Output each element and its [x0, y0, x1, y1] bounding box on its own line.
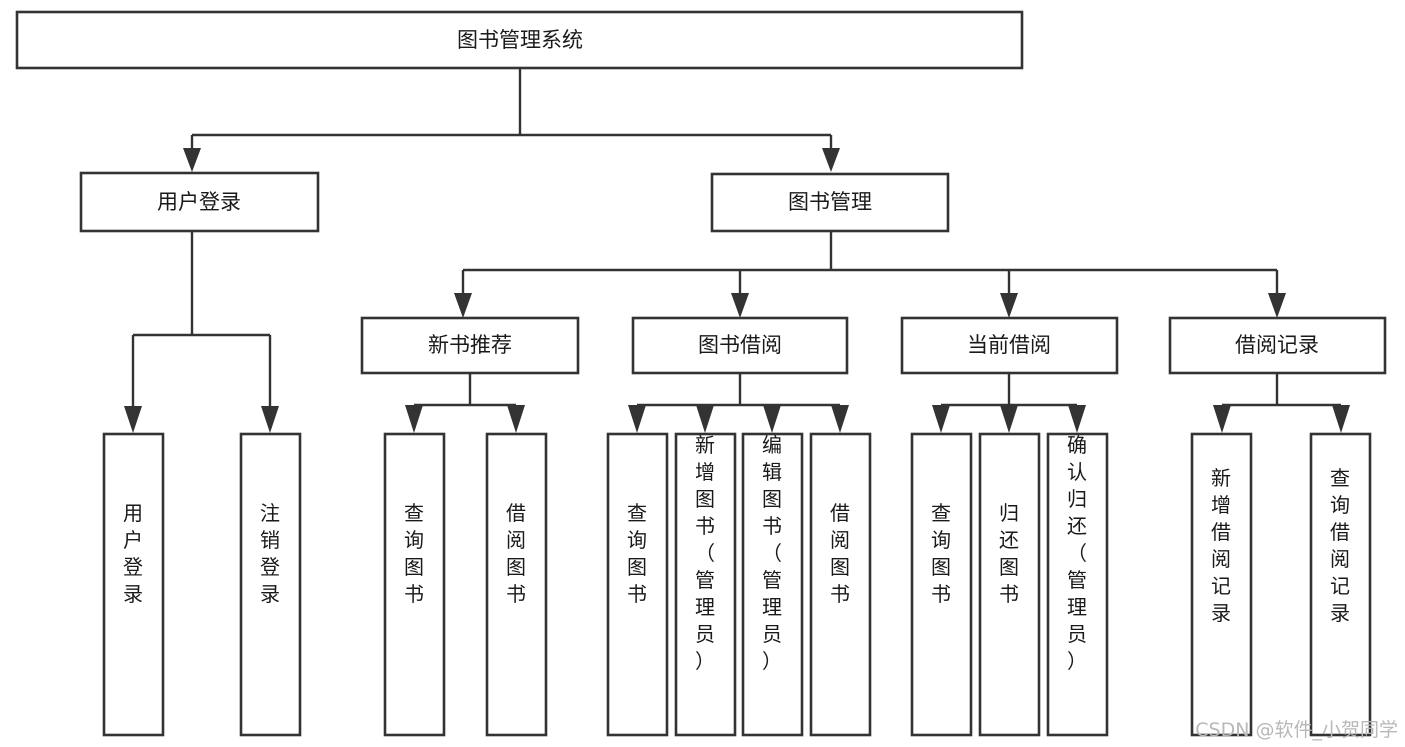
node-leaf-query-book-2[interactable]: 查询图书 — [606, 432, 669, 737]
node-leaf-add-book[interactable]: 新增图书（管理员） — [674, 432, 737, 737]
node-label-leaf-logout-login: 注销登录 — [260, 501, 280, 606]
node-box-new-book-recommend[interactable] — [360, 316, 580, 375]
arrow-head-leaf-add-book — [696, 405, 714, 433]
node-leaf-confirm-return[interactable]: 确认归还（管理员） — [1046, 432, 1109, 737]
csdn-watermark: CSDN @软件_小贺同学 — [1195, 719, 1398, 741]
node-root[interactable]: 图书管理系统 — [15, 10, 1024, 70]
node-box-user-login[interactable] — [79, 171, 320, 233]
arrow-head-leaf-query-book-1 — [405, 405, 423, 433]
node-box-leaf-add-record[interactable] — [1190, 432, 1253, 737]
node-box-leaf-edit-book[interactable] — [741, 432, 804, 737]
node-box-leaf-query-book-2[interactable] — [606, 432, 669, 737]
node-label-leaf-query-book-2: 查询图书 — [627, 501, 647, 606]
node-box-root[interactable] — [15, 10, 1024, 70]
node-user-login[interactable]: 用户登录 — [79, 171, 320, 233]
node-box-leaf-borrow-book-2[interactable] — [809, 432, 872, 737]
arrow-head-leaf-query-book-3 — [932, 405, 950, 433]
arrow-head-leaf-query-book-2 — [628, 405, 646, 433]
node-label-current-borrow: 当前借阅 — [967, 333, 1051, 357]
node-label-book-manage: 图书管理 — [788, 190, 872, 214]
node-leaf-edit-book[interactable]: 编辑图书（管理员） — [741, 432, 804, 737]
node-leaf-query-book-1[interactable]: 查询图书 — [383, 432, 446, 737]
arrow-head-borrow-record — [1268, 293, 1286, 318]
arrow-head-leaf-return-book — [1000, 405, 1018, 433]
arrow-head-leaf-borrow-book-2 — [831, 405, 849, 433]
node-leaf-borrow-book-1[interactable]: 借阅图书 — [485, 432, 548, 737]
node-book-borrow[interactable]: 图书借阅 — [631, 316, 849, 375]
node-box-leaf-query-book-1[interactable] — [383, 432, 446, 737]
connector-layer — [124, 68, 1350, 433]
node-label-leaf-borrow-book-2: 借阅图书 — [830, 501, 850, 606]
arrow-head-leaf-query-record — [1332, 405, 1350, 433]
node-box-leaf-query-record[interactable] — [1309, 432, 1372, 737]
node-label-leaf-borrow-book-1: 借阅图书 — [506, 501, 526, 606]
arrow-head-leaf-logout-login — [261, 406, 279, 433]
node-new-book-recommend[interactable]: 新书推荐 — [360, 316, 580, 375]
arrow-head-leaf-borrow-book-1 — [507, 405, 525, 433]
node-box-leaf-add-book[interactable] — [674, 432, 737, 737]
node-label-borrow-record: 借阅记录 — [1235, 333, 1319, 357]
arrow-head-leaf-confirm-return — [1068, 405, 1086, 433]
node-leaf-logout-login[interactable]: 注销登录 — [239, 432, 302, 737]
node-leaf-query-book-3[interactable]: 查询图书 — [910, 432, 973, 737]
node-box-book-manage[interactable] — [710, 172, 950, 233]
node-box-leaf-query-book-3[interactable] — [910, 432, 973, 737]
node-leaf-add-record[interactable]: 新增借阅记录 — [1190, 432, 1253, 737]
node-leaf-return-book[interactable]: 归还图书 — [978, 432, 1041, 737]
node-box-leaf-return-book[interactable] — [978, 432, 1041, 737]
arrow-head-leaf-edit-book — [763, 405, 781, 433]
node-box-leaf-confirm-return[interactable] — [1046, 432, 1109, 737]
node-box-borrow-record[interactable] — [1168, 316, 1387, 375]
arrow-head-leaf-user-login — [124, 406, 142, 433]
node-label-leaf-query-book-3: 查询图书 — [931, 501, 951, 606]
node-label-leaf-return-book: 归还图书 — [999, 501, 1019, 606]
arrow-head-leaf-add-record — [1213, 405, 1231, 433]
node-box-leaf-borrow-book-1[interactable] — [485, 432, 548, 737]
arrow-head-user-login — [183, 148, 201, 172]
node-label-leaf-user-login: 用户登录 — [123, 501, 143, 606]
node-box-leaf-logout-login[interactable] — [239, 432, 302, 737]
node-leaf-borrow-book-2[interactable]: 借阅图书 — [809, 432, 872, 737]
node-borrow-record[interactable]: 借阅记录 — [1168, 316, 1387, 375]
arrow-head-book-manage — [822, 148, 840, 172]
arrow-head-new-book-recommend — [454, 293, 472, 318]
node-label-leaf-edit-book: 编辑图书（管理员） — [762, 433, 782, 673]
node-leaf-user-login[interactable]: 用户登录 — [102, 432, 165, 737]
node-current-borrow[interactable]: 当前借阅 — [900, 316, 1119, 375]
node-box-current-borrow[interactable] — [900, 316, 1119, 375]
node-label-leaf-query-record: 查询借阅记录 — [1330, 466, 1350, 625]
node-label-leaf-query-book-1: 查询图书 — [404, 501, 424, 606]
node-box-leaf-user-login[interactable] — [102, 432, 165, 737]
arrow-head-current-borrow — [1000, 293, 1018, 318]
node-label-user-login: 用户登录 — [157, 190, 241, 214]
node-label-leaf-add-book: 新增图书（管理员） — [695, 433, 715, 673]
node-book-manage[interactable]: 图书管理 — [710, 172, 950, 233]
node-label-book-borrow: 图书借阅 — [698, 333, 782, 357]
node-label-leaf-confirm-return: 确认归还（管理员） — [1067, 433, 1087, 673]
node-label-leaf-add-record: 新增借阅记录 — [1211, 466, 1231, 625]
node-label-root: 图书管理系统 — [457, 28, 583, 52]
arrow-head-book-borrow — [731, 293, 749, 318]
node-box-book-borrow[interactable] — [631, 316, 849, 375]
node-label-new-book-recommend: 新书推荐 — [428, 333, 512, 357]
node-leaf-query-record[interactable]: 查询借阅记录 — [1309, 432, 1372, 737]
